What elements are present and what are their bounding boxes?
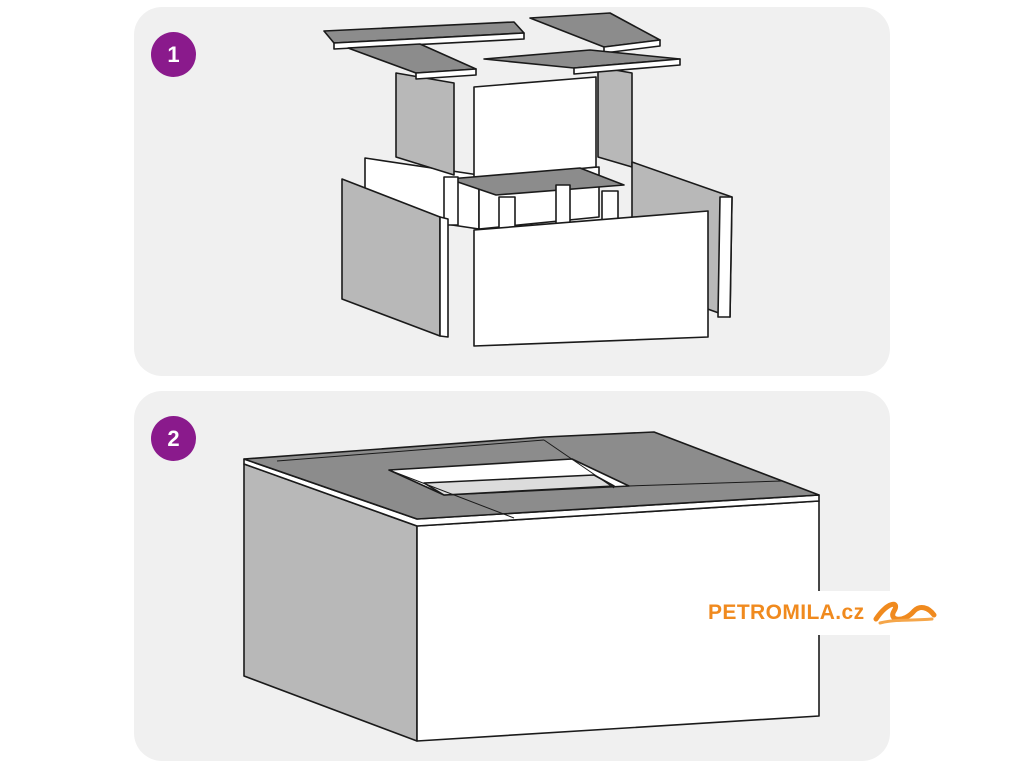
top-panel-left-front [347, 43, 477, 74]
seam-line [628, 480, 783, 487]
upper-right-side-panel [597, 66, 633, 168]
step-1-badge: 1 [151, 32, 196, 77]
brand-logo: PETROMILA.cz [700, 591, 948, 635]
upper-left-side-panel [395, 72, 455, 176]
left-side-panel-edge [439, 216, 449, 338]
seam-line [276, 439, 545, 462]
top-panel-right-front-edge [573, 58, 681, 75]
step-1-panel: 1 [134, 7, 890, 376]
inner-post [443, 176, 459, 226]
front-panel [473, 210, 709, 347]
step-2-panel: 2 [134, 391, 890, 761]
swoosh-icon [873, 601, 937, 625]
inner-floor-plate [448, 167, 625, 196]
step-2-badge: 2 [151, 416, 196, 461]
brand-name: PETROMILA.cz [708, 601, 865, 624]
center-opening-floor [423, 474, 615, 496]
seam-line [543, 439, 615, 489]
right-side-panel-edge [717, 196, 733, 318]
upper-back-panel [473, 76, 597, 180]
assembled-box-drawing [243, 431, 820, 742]
inner-post [555, 184, 571, 226]
seam-line [388, 469, 515, 519]
top-panel-left-back-edge [333, 32, 525, 50]
top-panel-left-front-edge [415, 68, 477, 80]
exploded-assembly-drawing [323, 12, 733, 347]
